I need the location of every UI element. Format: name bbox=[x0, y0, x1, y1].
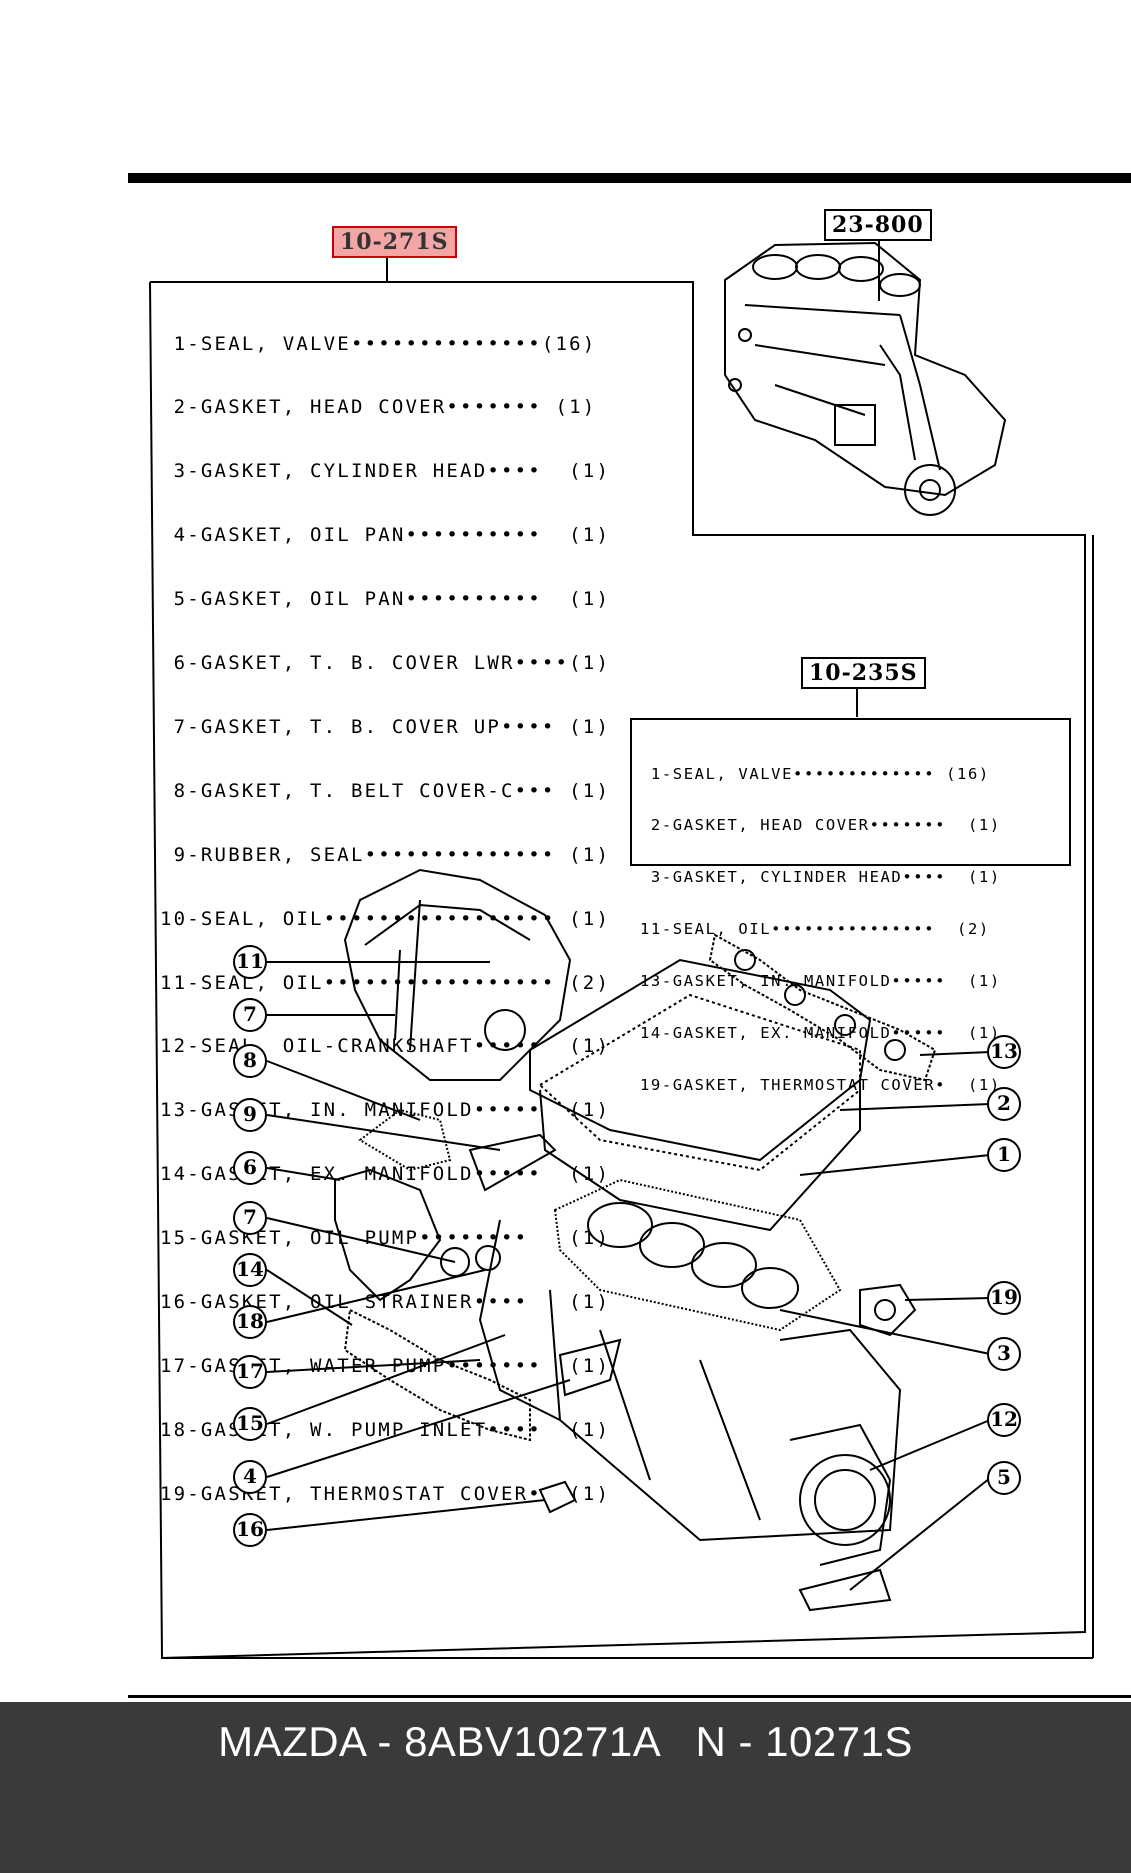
block-kit-leader bbox=[878, 241, 880, 301]
list-item: 3-GASKET, CYLINDER HEAD•••• (1) bbox=[640, 868, 1001, 887]
main-kit-leader bbox=[386, 258, 388, 282]
list-item: 4-GASKET, OIL PAN•••••••••• (1) bbox=[160, 524, 611, 547]
callout-8[interactable]: 8 bbox=[233, 1044, 267, 1078]
sub-kit-leader bbox=[856, 689, 858, 717]
callout-5[interactable]: 5 bbox=[987, 1461, 1021, 1495]
list-item: 5-GASKET, OIL PAN•••••••••• (1) bbox=[160, 588, 611, 611]
callout-13[interactable]: 13 bbox=[987, 1035, 1021, 1069]
callout-7b[interactable]: 7 bbox=[233, 1201, 267, 1235]
callout-1[interactable]: 1 bbox=[987, 1138, 1021, 1172]
list-item: 6-GASKET, T. B. COVER LWR••••(1) bbox=[160, 652, 611, 675]
sub-kit-box bbox=[630, 718, 1071, 866]
engine-block-illustration bbox=[724, 241, 1007, 516]
list-item: 3-GASKET, CYLINDER HEAD•••• (1) bbox=[160, 460, 611, 483]
list-item: 2-GASKET, HEAD COVER••••••• (1) bbox=[160, 396, 597, 419]
callout-16[interactable]: 16 bbox=[233, 1513, 267, 1547]
list-item: 19-GASKET, THERMOSTAT COVER• (1) bbox=[640, 1075, 1001, 1094]
main-kit-label[interactable]: 10-271S bbox=[332, 226, 457, 258]
callout-4[interactable]: 4 bbox=[233, 1460, 267, 1494]
list-item: 11-SEAL, OIL••••••••••••••••• (2) bbox=[160, 971, 611, 994]
callout-12[interactable]: 12 bbox=[987, 1403, 1021, 1437]
list-item: 13-GASKET, IN. MANIFOLD••••• (1) bbox=[640, 972, 1001, 991]
top-rule bbox=[128, 173, 1131, 183]
callout-15[interactable]: 15 bbox=[233, 1407, 267, 1441]
callout-14[interactable]: 14 bbox=[233, 1253, 267, 1287]
kit-boundary bbox=[149, 281, 1094, 1660]
callout-9[interactable]: 9 bbox=[233, 1098, 267, 1132]
callout-17[interactable]: 17 bbox=[233, 1355, 267, 1389]
sub-kit-list: 1-SEAL, VALVE••••••••••••• (16) 2-GASKET… bbox=[640, 731, 1001, 1112]
callout-2[interactable]: 2 bbox=[987, 1087, 1021, 1121]
list-item: 8-GASKET, T. BELT COVER-C••• (1) bbox=[160, 779, 611, 802]
engine-exploded-illustration bbox=[266, 868, 991, 1612]
list-item: 11-SEAL, OIL••••••••••••••• (2) bbox=[640, 920, 990, 939]
list-item: 9-RUBBER, SEAL•••••••••••••• (1) bbox=[160, 843, 611, 866]
caption-text: MAZDA - 8ABV10271A N - 10271S bbox=[218, 1718, 913, 1765]
callout-6[interactable]: 6 bbox=[233, 1151, 267, 1185]
bottom-rule bbox=[128, 1695, 1131, 1698]
callout-11[interactable]: 11 bbox=[233, 945, 267, 979]
list-item: 1-SEAL, VALVE••••••••••••• (16) bbox=[640, 764, 990, 783]
caption-bar bbox=[0, 1702, 1131, 1873]
list-item: 15-GASKET, OIL PUMP•••••••• (1) bbox=[160, 1227, 611, 1250]
sub-kit-label[interactable]: 10-235S bbox=[801, 657, 926, 689]
list-item: 7-GASKET, T. B. COVER UP•••• (1) bbox=[160, 715, 611, 738]
list-item: 14-GASKET, EX. MANIFOLD••••• (1) bbox=[640, 1024, 1001, 1043]
list-item: 2-GASKET, HEAD COVER••••••• (1) bbox=[640, 816, 1001, 835]
callout-3[interactable]: 3 bbox=[987, 1337, 1021, 1371]
callout-18[interactable]: 18 bbox=[233, 1305, 267, 1339]
list-item: 1-SEAL, VALVE••••••••••••••(16) bbox=[160, 332, 597, 355]
block-kit-label[interactable]: 23-800 bbox=[824, 209, 932, 241]
callout-19[interactable]: 19 bbox=[987, 1281, 1021, 1315]
callout-7[interactable]: 7 bbox=[233, 998, 267, 1032]
